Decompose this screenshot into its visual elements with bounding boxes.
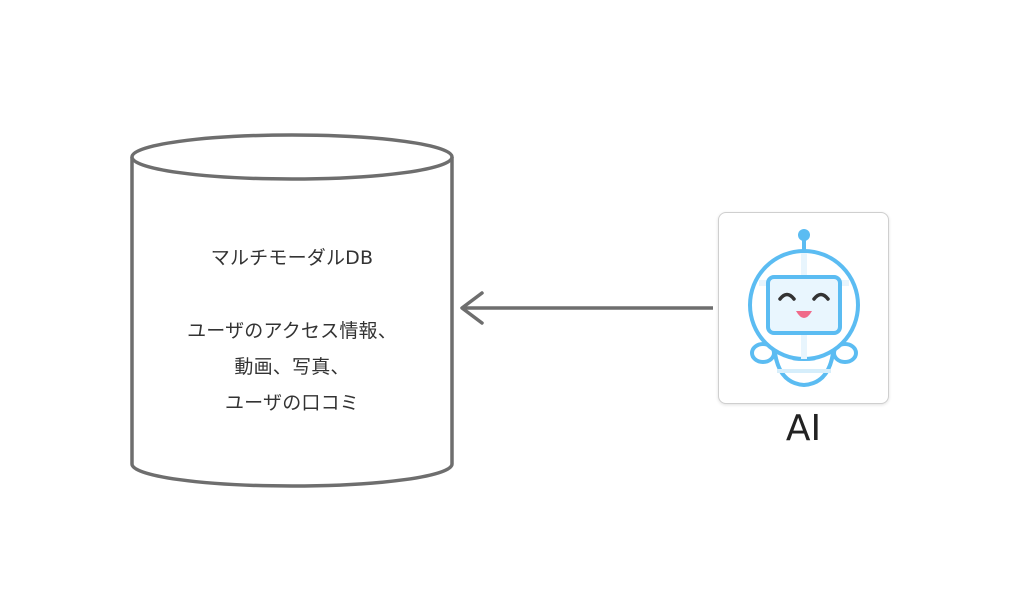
ai-card (718, 212, 889, 404)
cylinder-body (130, 157, 454, 488)
robot-icon (748, 229, 860, 388)
database-description-line-2: 動画、写真、 (234, 356, 350, 378)
database-description: ユーザのアクセス情報、 動画、写真、 ユーザの口コミ (130, 313, 454, 421)
database-cylinder (130, 133, 454, 488)
arrow-head (460, 291, 484, 325)
database-title: マルチモーダルDB (210, 247, 374, 269)
cylinder-top (130, 133, 454, 181)
arrow-ai-to-db (460, 291, 713, 325)
database-description-line-1: ユーザのアクセス情報、 (187, 320, 397, 342)
database-description-line-3: ユーザの口コミ (224, 392, 360, 414)
ai-label: AI (785, 408, 822, 449)
